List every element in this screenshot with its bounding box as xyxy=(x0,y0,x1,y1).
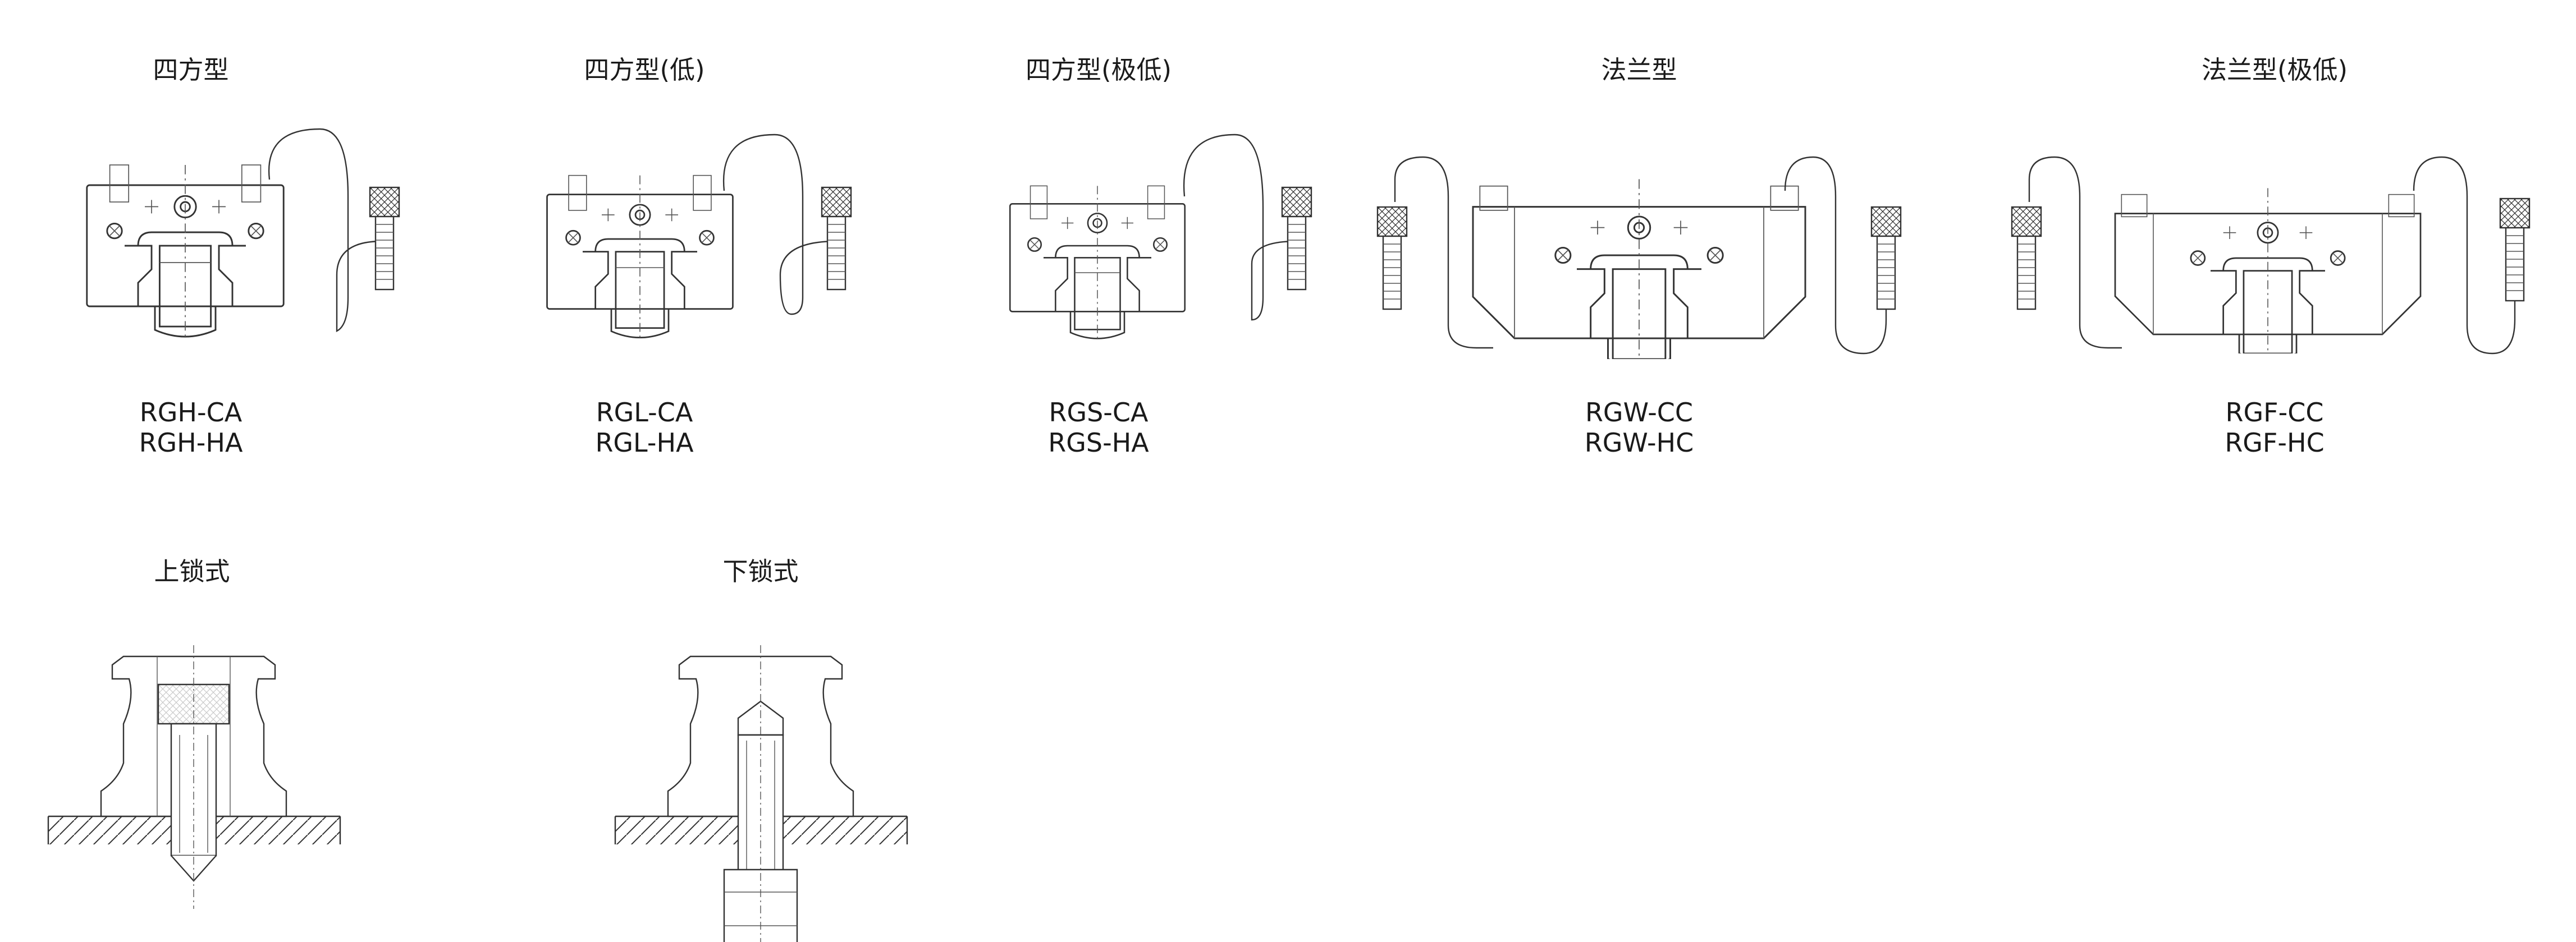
mount-title: 上锁式 xyxy=(154,557,230,586)
model-names: RGS-CA RGS-HA xyxy=(1048,397,1149,458)
block-drawing xyxy=(1376,129,1902,359)
model-name: RGL-HA xyxy=(595,428,694,458)
bolt-path-left xyxy=(1395,157,1493,348)
model-name: RGF-HC xyxy=(2225,428,2325,458)
variant-title: 四方型(极低) xyxy=(1025,55,1172,85)
variant-title: 四方型 xyxy=(153,55,229,85)
bolt-path xyxy=(1184,135,1297,320)
model-name: RGS-HA xyxy=(1048,428,1149,458)
bolt-path xyxy=(724,135,836,314)
block-drawing xyxy=(1009,129,1312,343)
model-name: RGW-CC xyxy=(1585,397,1694,428)
model-name: RGH-CA xyxy=(139,397,242,428)
model-names: RGL-CA RGL-HA xyxy=(595,397,693,458)
variant-title: 法兰型(极低) xyxy=(2201,55,2348,85)
block-drawing xyxy=(546,129,852,342)
top-lock-drawing xyxy=(45,645,348,942)
bolt-path xyxy=(269,129,382,331)
variant-title: 法兰型 xyxy=(1601,55,1677,85)
block-drawing xyxy=(2011,129,2531,365)
model-names: RGF-CC RGF-HC xyxy=(2225,397,2324,458)
bolt-path-right xyxy=(2414,157,2515,353)
model-name: RGW-HC xyxy=(1584,428,1694,458)
bolt-path-left xyxy=(2029,157,2122,348)
model-name: RGS-CA xyxy=(1049,397,1149,428)
model-name: RGL-CA xyxy=(596,397,693,428)
model-names: RGW-CC RGW-HC xyxy=(1585,397,1694,458)
block-drawing xyxy=(86,129,400,341)
bolt-path-right xyxy=(1785,157,1886,353)
model-names: RGH-CA RGH-HA xyxy=(139,397,243,458)
mount-title: 下锁式 xyxy=(722,557,799,586)
model-name: RGH-HA xyxy=(139,428,243,458)
model-name: RGF-CC xyxy=(2225,397,2324,428)
variant-title: 四方型(低) xyxy=(584,55,705,85)
bottom-lock-drawing xyxy=(612,645,915,942)
